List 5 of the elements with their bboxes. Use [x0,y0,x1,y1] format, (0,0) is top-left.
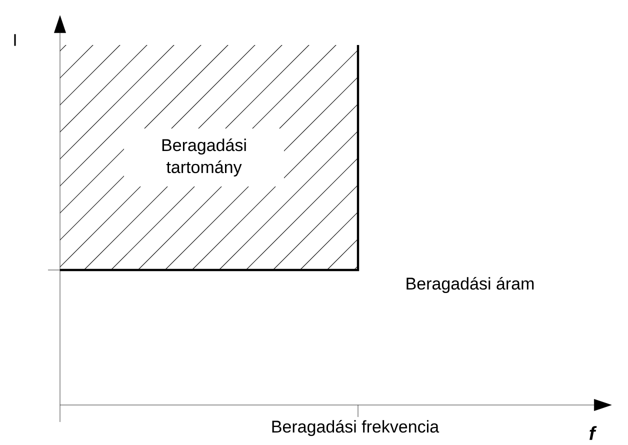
node-label: Beragadási tartomány [162,138,246,177]
axis-label: I [14,34,16,46]
axis-label: f [590,426,597,440]
hatched-region: Beragadási tartomány [60,45,360,272]
axis-label: Beragadási frekvencia [272,420,440,436]
